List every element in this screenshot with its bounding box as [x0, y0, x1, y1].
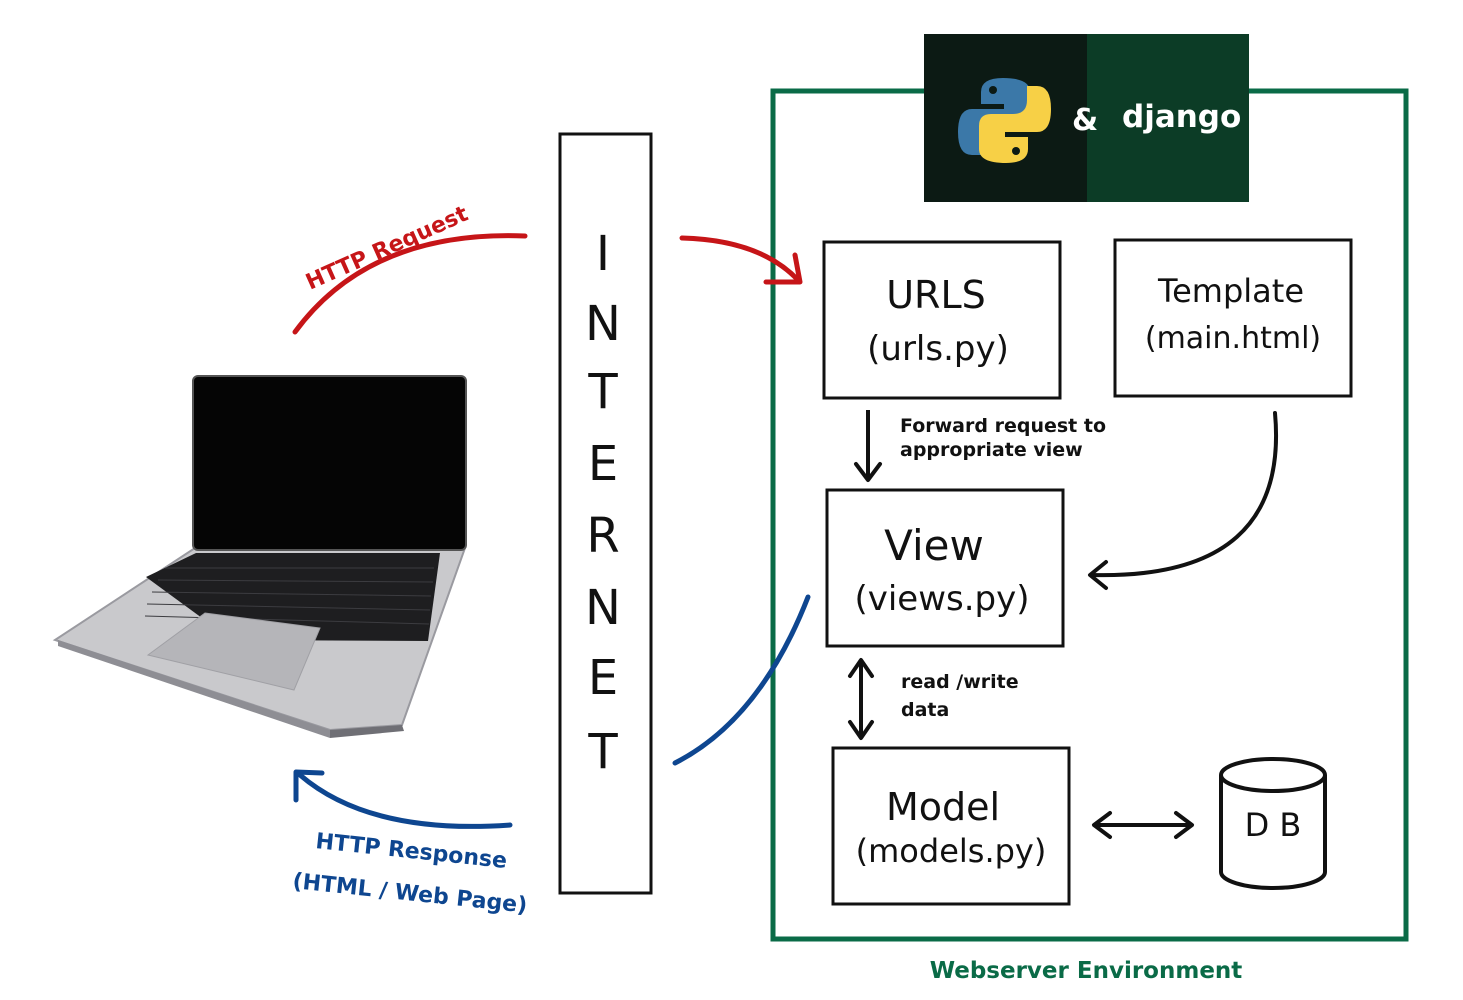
- forward-note-1: Forward request to: [900, 415, 1106, 437]
- template-file: (main.html): [1145, 321, 1321, 356]
- template-box: Template (main.html): [1113, 238, 1353, 398]
- python-icon: [958, 78, 1051, 163]
- internet-letter: N: [585, 580, 621, 636]
- arrowhead-icon: [1092, 811, 1112, 839]
- template-to-view-curve: [1090, 411, 1278, 578]
- python-django-logo: & django: [924, 34, 1249, 202]
- rw-note-1: read /write: [901, 671, 1019, 693]
- arrowhead-icon: [293, 769, 325, 803]
- http-response-label-2: (HTML / Web Page): [291, 869, 528, 918]
- database-icon: D B: [1219, 757, 1327, 890]
- arrowhead-icon: [848, 720, 874, 740]
- urls-file: (urls.py): [867, 329, 1009, 369]
- http-response-arrow: [297, 772, 513, 829]
- db-label: D B: [1245, 806, 1302, 844]
- internet-letter: N: [585, 296, 621, 352]
- internet-letter: R: [586, 508, 619, 564]
- internet-letter: E: [588, 436, 618, 492]
- internet-letter: T: [587, 364, 618, 420]
- forward-note-2: appropriate view: [900, 439, 1083, 461]
- arrowhead-icon: [1088, 560, 1108, 590]
- arrowhead-icon: [763, 252, 803, 285]
- rw-note-2: data: [901, 699, 949, 721]
- django-text: django: [1122, 99, 1241, 135]
- arrowhead-icon: [854, 462, 882, 482]
- arrowhead-icon: [848, 658, 874, 678]
- http-response-label-1: HTTP Response: [314, 829, 508, 874]
- urls-box: URLS (urls.py): [822, 240, 1062, 400]
- internet-column: [558, 132, 653, 895]
- ampersand-text: &: [1072, 103, 1098, 138]
- model-box: Model (models.py): [831, 746, 1071, 906]
- view-title: View: [884, 521, 984, 570]
- http-request-label: HTTP Request: [302, 201, 472, 295]
- model-file: (models.py): [856, 832, 1047, 870]
- urls-title: URLS: [886, 273, 986, 317]
- internet-letter: I: [596, 226, 610, 282]
- http-request-arrow: [679, 235, 801, 283]
- arrowhead-icon: [1174, 811, 1194, 839]
- laptop-image: [52, 375, 467, 738]
- internet-letter: T: [587, 724, 618, 780]
- view-box: View (views.py): [825, 488, 1065, 648]
- model-title: Model: [886, 785, 1000, 829]
- view-file: (views.py): [854, 579, 1029, 619]
- internet-letters: I N T E R N E T: [585, 226, 621, 780]
- http-response-curve: [672, 594, 811, 766]
- webserver-label: Webserver Environment: [930, 958, 1243, 984]
- template-title: Template: [1157, 272, 1304, 310]
- internet-letter: E: [588, 650, 618, 706]
- http-request-curve: [292, 233, 528, 335]
